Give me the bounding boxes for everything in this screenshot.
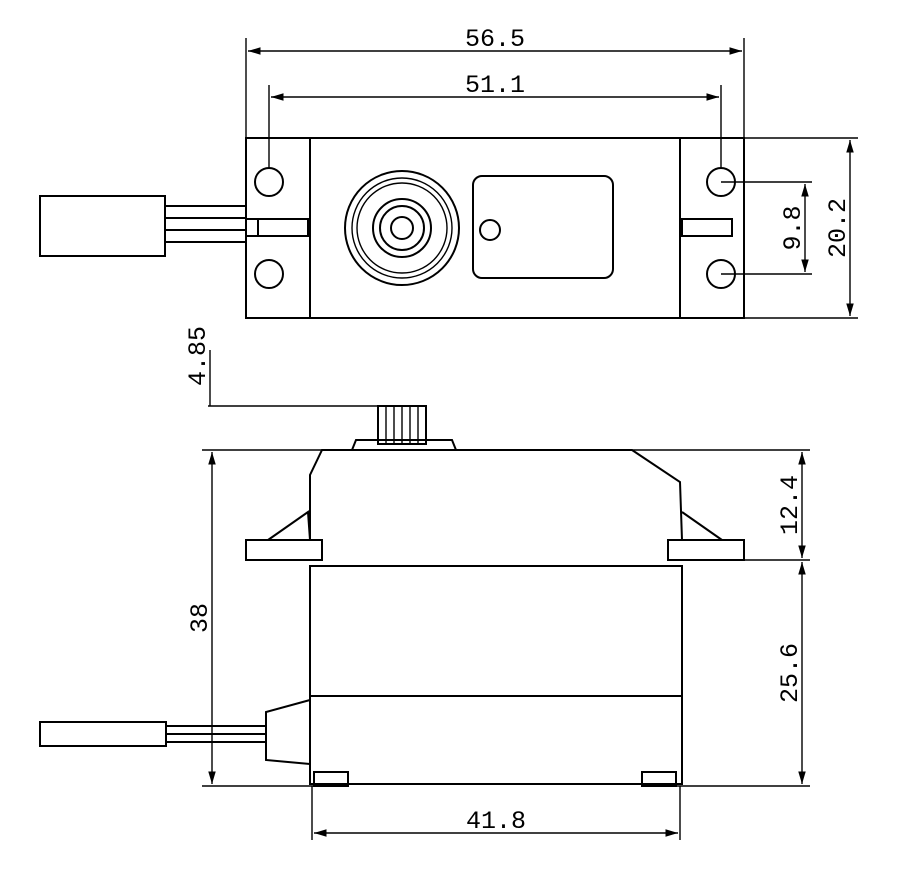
dim-overall-width: 56.5 — [245, 25, 745, 138]
dim-label-41-8: 41.8 — [466, 807, 526, 836]
upper-case — [309, 449, 683, 541]
top-small-hole — [479, 219, 501, 241]
dim-label-12-4: 12.4 — [776, 475, 805, 535]
dim-label-20-2: 20.2 — [824, 198, 853, 258]
dim-label-51-1: 51.1 — [465, 71, 525, 100]
lower-case — [309, 565, 683, 785]
dim-label-56-5: 56.5 — [465, 25, 525, 54]
dim-label-38: 38 — [186, 603, 215, 633]
left-flange — [245, 510, 323, 561]
dim-spline-height: 4.85 — [184, 326, 378, 407]
dim-lower-height: 25.6 — [676, 562, 810, 787]
top-cable-connector — [39, 195, 246, 257]
right-flange — [667, 511, 745, 561]
top-view — [39, 137, 745, 319]
side-view — [39, 405, 745, 787]
top-flange-outline — [245, 137, 745, 319]
left-foot — [313, 771, 349, 787]
dim-top-height: 20.2 — [744, 137, 858, 319]
spline-base — [351, 439, 457, 451]
cable-grommet — [265, 699, 311, 765]
dim-upper-height: 12.4 — [632, 449, 810, 561]
top-case-body — [309, 137, 681, 319]
dim-hole-spacing: 51.1 — [268, 71, 722, 168]
dim-body-width: 41.8 — [311, 786, 681, 840]
right-foot — [641, 771, 677, 787]
output-spline-top — [344, 170, 460, 286]
top-label-plate — [472, 175, 614, 279]
dim-label-4-85: 4.85 — [184, 326, 213, 386]
left-mounting-holes — [246, 167, 309, 289]
side-cable-connector — [39, 721, 266, 747]
right-mounting-holes — [681, 167, 736, 289]
dim-label-25-6: 25.6 — [776, 643, 805, 703]
dim-label-9-8: 9.8 — [779, 205, 808, 250]
dim-overall-height: 38 — [186, 449, 322, 787]
dim-hole-vertical: 9.8 — [721, 181, 812, 275]
